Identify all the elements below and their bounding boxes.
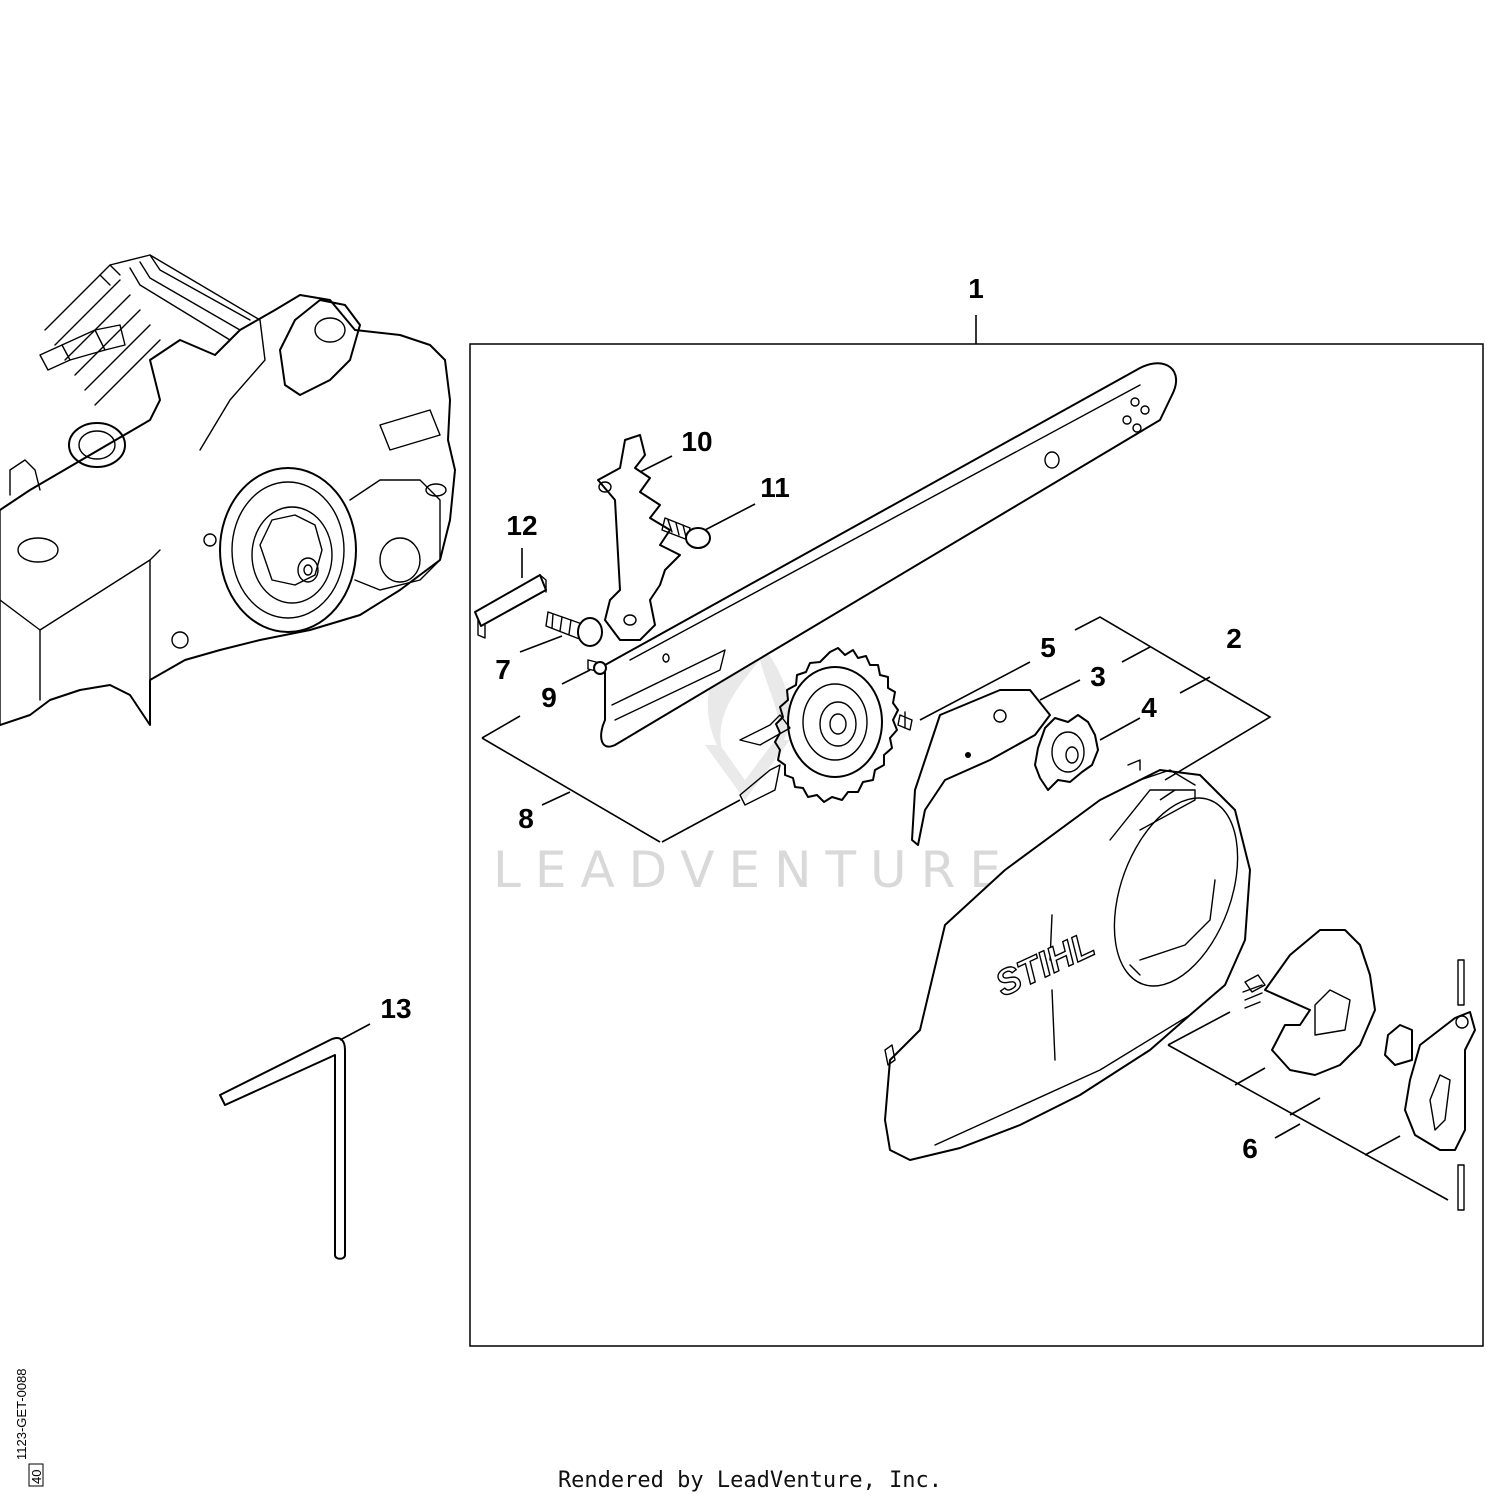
callout-4: 4 (1141, 692, 1157, 723)
callout-labels: 1 2 3 4 5 6 7 8 9 10 11 12 13 (380, 273, 1257, 1164)
clutch-drum (219, 467, 357, 633)
nut (1034, 714, 1099, 791)
tensioner-plate (597, 434, 681, 641)
callout-2: 2 (1226, 623, 1242, 654)
cylinder-fins (44, 254, 266, 451)
guide-bar (600, 362, 1178, 748)
footer-rendered-by: Rendered by LeadVenture, Inc. (558, 1468, 942, 1493)
spark-plug (39, 324, 126, 371)
diagram-code: 1123-GET-0088 40 (14, 1368, 44, 1487)
cover-screw (897, 711, 913, 731)
sprocket-cover: STIHL (884, 759, 1251, 1161)
combination-wrench (219, 1037, 346, 1260)
callout-10: 10 (681, 426, 712, 457)
small-screw (587, 659, 607, 675)
tensioning-wheel (739, 647, 899, 806)
chain-brake-parts (1242, 929, 1476, 1211)
screw (661, 517, 711, 549)
callout-13: 13 (380, 993, 411, 1024)
leader-lines (339, 455, 1449, 1201)
diagram-code-text: 1123-GET-0088 (14, 1368, 29, 1460)
callout-3: 3 (1090, 661, 1106, 692)
callout-8: 8 (518, 803, 534, 834)
callout-12: 12 (506, 510, 537, 541)
callout-1: 1 (968, 273, 984, 304)
watermark-text: LEADVENTURE (493, 841, 1015, 899)
callout-9: 9 (541, 682, 557, 713)
callout-5: 5 (1040, 632, 1056, 663)
callout-6: 6 (1242, 1133, 1258, 1164)
collar-screw (545, 611, 603, 647)
bar-spacer (474, 574, 547, 639)
diagram-page-number: 40 (29, 1470, 44, 1484)
cover-shield (911, 689, 1051, 846)
engine-housing (0, 254, 456, 726)
callout-11: 11 (760, 472, 790, 503)
callout-7: 7 (495, 654, 511, 685)
